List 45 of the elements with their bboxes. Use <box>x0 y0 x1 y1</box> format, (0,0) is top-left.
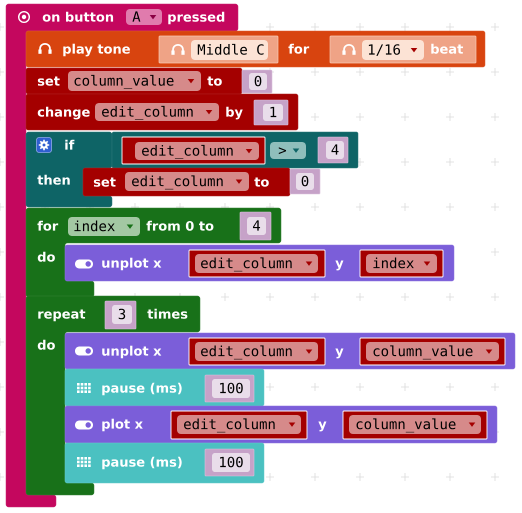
variable-block: edit_column <box>188 338 326 366</box>
node-label: by <box>226 106 243 120</box>
dropdown-field: 1/16 <box>362 40 424 60</box>
node-label: set <box>38 76 60 86</box>
node-label: set <box>94 177 116 187</box>
dropdown-field: > <box>270 142 306 159</box>
node-label: y <box>335 348 344 358</box>
node-label: unplot x <box>102 346 162 358</box>
node-label: for <box>37 220 58 231</box>
node-label: do <box>38 340 55 350</box>
number-field: 4 <box>240 212 272 240</box>
node-label: unplot x <box>102 258 162 270</box>
node-label: to <box>254 177 269 187</box>
node-label: y <box>335 260 344 270</box>
node-label: times <box>147 308 188 319</box>
number-field: 0 <box>242 70 272 94</box>
number-field: 100 <box>204 374 254 402</box>
variable-block: edit_column <box>122 136 266 164</box>
node-label: on button <box>42 12 114 22</box>
node-label: to <box>207 76 222 86</box>
note-field: Middle C <box>191 40 268 60</box>
number-field: 100 <box>204 448 254 476</box>
variable-block: column_value <box>342 410 488 440</box>
dropdown-field: A <box>126 9 162 25</box>
number-field: 3 <box>104 300 136 330</box>
node-label: for <box>288 44 310 54</box>
node-label: do <box>38 252 55 262</box>
number-field: 1 <box>254 100 288 126</box>
variable-block: edit_column <box>170 410 308 440</box>
node-label: repeat <box>38 309 86 322</box>
dropdown-field: edit_column <box>125 172 249 191</box>
node-label: change <box>38 106 90 120</box>
node-label: pressed <box>168 12 224 24</box>
node-label: y <box>318 421 326 432</box>
number-field: 0 <box>290 168 320 194</box>
node-label: play tone <box>63 44 130 56</box>
variable-block: index <box>360 250 444 278</box>
dropdown-field: edit_column <box>95 103 219 121</box>
variable-block: edit_column <box>188 250 326 278</box>
dropdown-field: column_value <box>68 71 201 91</box>
node-label: from 0 to <box>146 220 214 231</box>
number-field: 4 <box>318 136 348 164</box>
variable-block: column_value <box>360 338 506 366</box>
dropdown-field: index <box>68 217 140 236</box>
node-label: plot x <box>102 418 143 432</box>
